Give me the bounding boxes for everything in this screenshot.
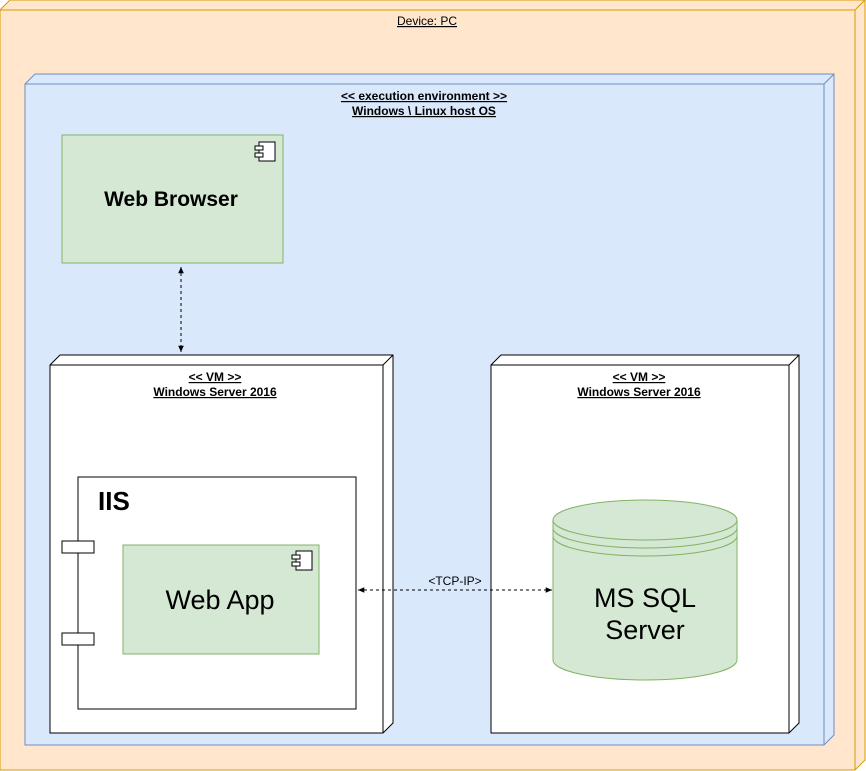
component-icon — [291, 550, 313, 571]
vm-left-name: Windows Server 2016 — [153, 385, 277, 399]
exec-env-name: Windows \ Linux host OS — [352, 104, 496, 118]
web-app-component[interactable] — [122, 544, 320, 655]
vm-right-stereotype: << VM >> — [613, 370, 666, 384]
exec-env-stereotype: << execution environment >> — [341, 89, 507, 103]
ms-sql-database[interactable] — [552, 499, 738, 681]
web-browser-component[interactable] — [61, 134, 284, 264]
vm-left-stereotype: << VM >> — [189, 370, 242, 384]
database-label-line2: Server — [605, 615, 685, 645]
iis-label: IIS — [98, 486, 130, 516]
web-browser-label: Web Browser — [104, 188, 238, 211]
web-app-label: Web App — [165, 585, 274, 615]
component-icon — [254, 141, 276, 162]
connector-label-bg — [424, 574, 486, 588]
tcp-ip-label: <TCP-IP> — [428, 574, 481, 588]
iis-port-bottom — [61, 632, 95, 646]
device-label: Device: PC — [397, 14, 457, 28]
iis-port-top — [61, 540, 95, 554]
vm-right-name: Windows Server 2016 — [577, 385, 701, 399]
database-label-line1: MS SQL — [594, 583, 696, 613]
